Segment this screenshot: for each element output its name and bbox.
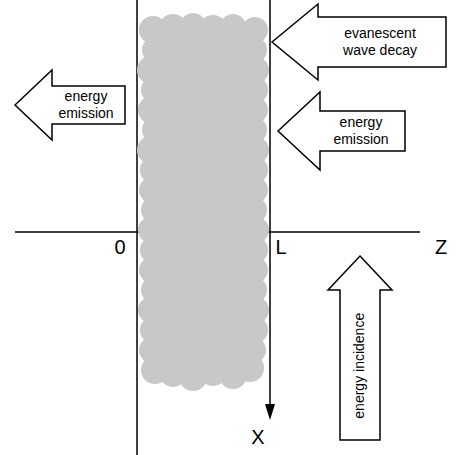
block-arrow: evanescent wave decay [270, 2, 448, 82]
arrow-label: evanescent wave decay [330, 25, 430, 60]
block-arrow: energy emission [13, 68, 127, 142]
arrow-label: energy emission [50, 88, 122, 123]
x-axis-line [269, 0, 271, 412]
block-arrow: energy emission [276, 90, 407, 172]
arrow-shape [272, 4, 446, 80]
axis-label: 0 [114, 237, 125, 257]
grey-slab [137, 13, 269, 391]
block-arrow: energy incidence [326, 254, 394, 442]
arrow-label: energy incidence [351, 313, 369, 419]
arrow-shape [278, 92, 405, 170]
arrow-shape [15, 70, 125, 140]
axis-label: X [251, 427, 264, 447]
axis-label: L [275, 237, 286, 257]
arrow-label: energy emission [325, 114, 397, 149]
arrow-shape [328, 256, 392, 440]
x-axis-arrowhead [265, 404, 275, 420]
axis-label: Z [435, 237, 447, 257]
